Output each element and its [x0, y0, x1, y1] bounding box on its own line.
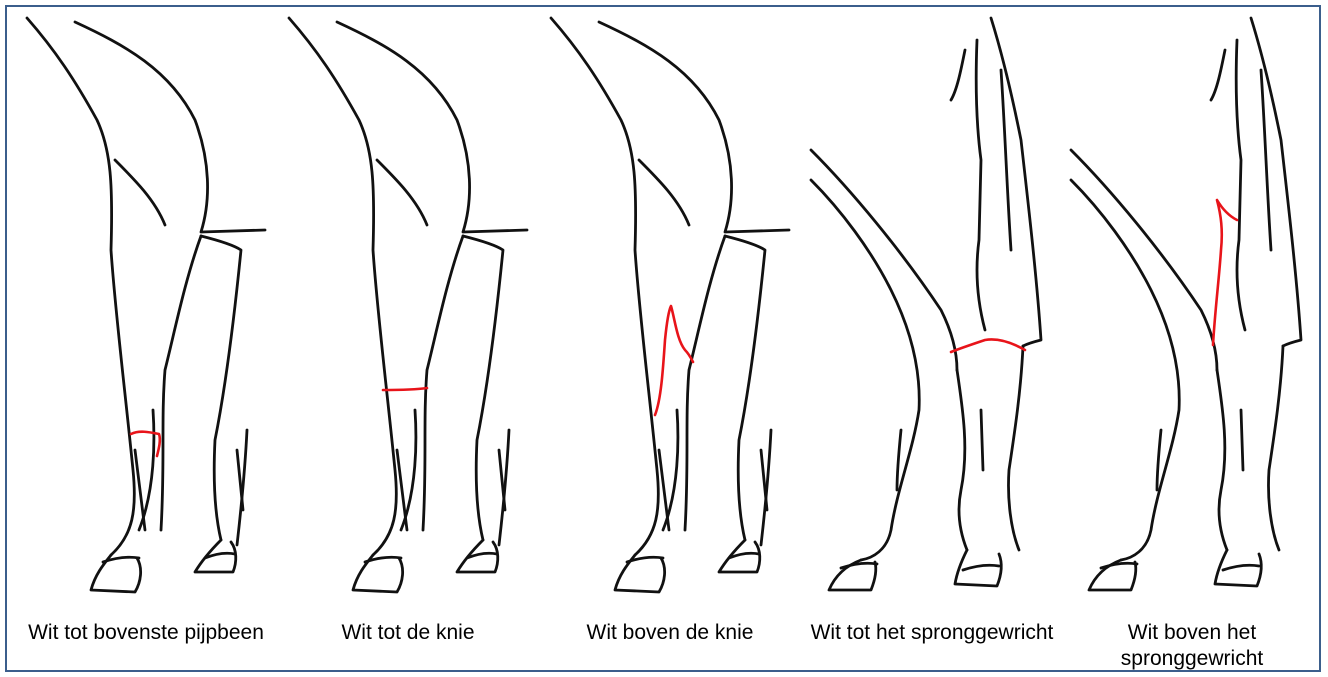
- leg-outline: [811, 18, 1041, 590]
- panel-above-hock: Wit boven het spronggewricht: [1061, 10, 1323, 670]
- leg-outline: [1071, 18, 1301, 590]
- leg-outline: [27, 18, 265, 592]
- hind-legs-illustration: [801, 10, 1063, 615]
- marking-line: [383, 388, 427, 390]
- panel-above-knee: Wit boven de knie: [539, 10, 801, 670]
- caption: Wit tot bovenste pijpbeen: [15, 620, 277, 646]
- panel-knee: Wit tot de knie: [277, 10, 539, 670]
- front-legs-illustration: [277, 10, 539, 615]
- figure-frame: Wit tot bovenste pijpbeen Wit tot de k: [5, 5, 1321, 672]
- panel-hock: Wit tot het spronggewricht: [801, 10, 1063, 670]
- front-legs-illustration: [539, 10, 801, 615]
- caption: Wit tot de knie: [277, 620, 539, 646]
- marking-line: [1213, 200, 1237, 345]
- panel-upper-cannon: Wit tot bovenste pijpbeen: [15, 10, 277, 670]
- caption: Wit boven de knie: [539, 620, 801, 646]
- front-legs-illustration: [15, 10, 277, 615]
- marking-line: [951, 339, 1025, 352]
- caption: Wit boven het spronggewricht: [1061, 620, 1323, 672]
- hind-legs-illustration: [1061, 10, 1323, 615]
- leg-outline: [289, 18, 527, 592]
- caption: Wit tot het spronggewricht: [801, 620, 1063, 646]
- leg-outline: [551, 18, 789, 592]
